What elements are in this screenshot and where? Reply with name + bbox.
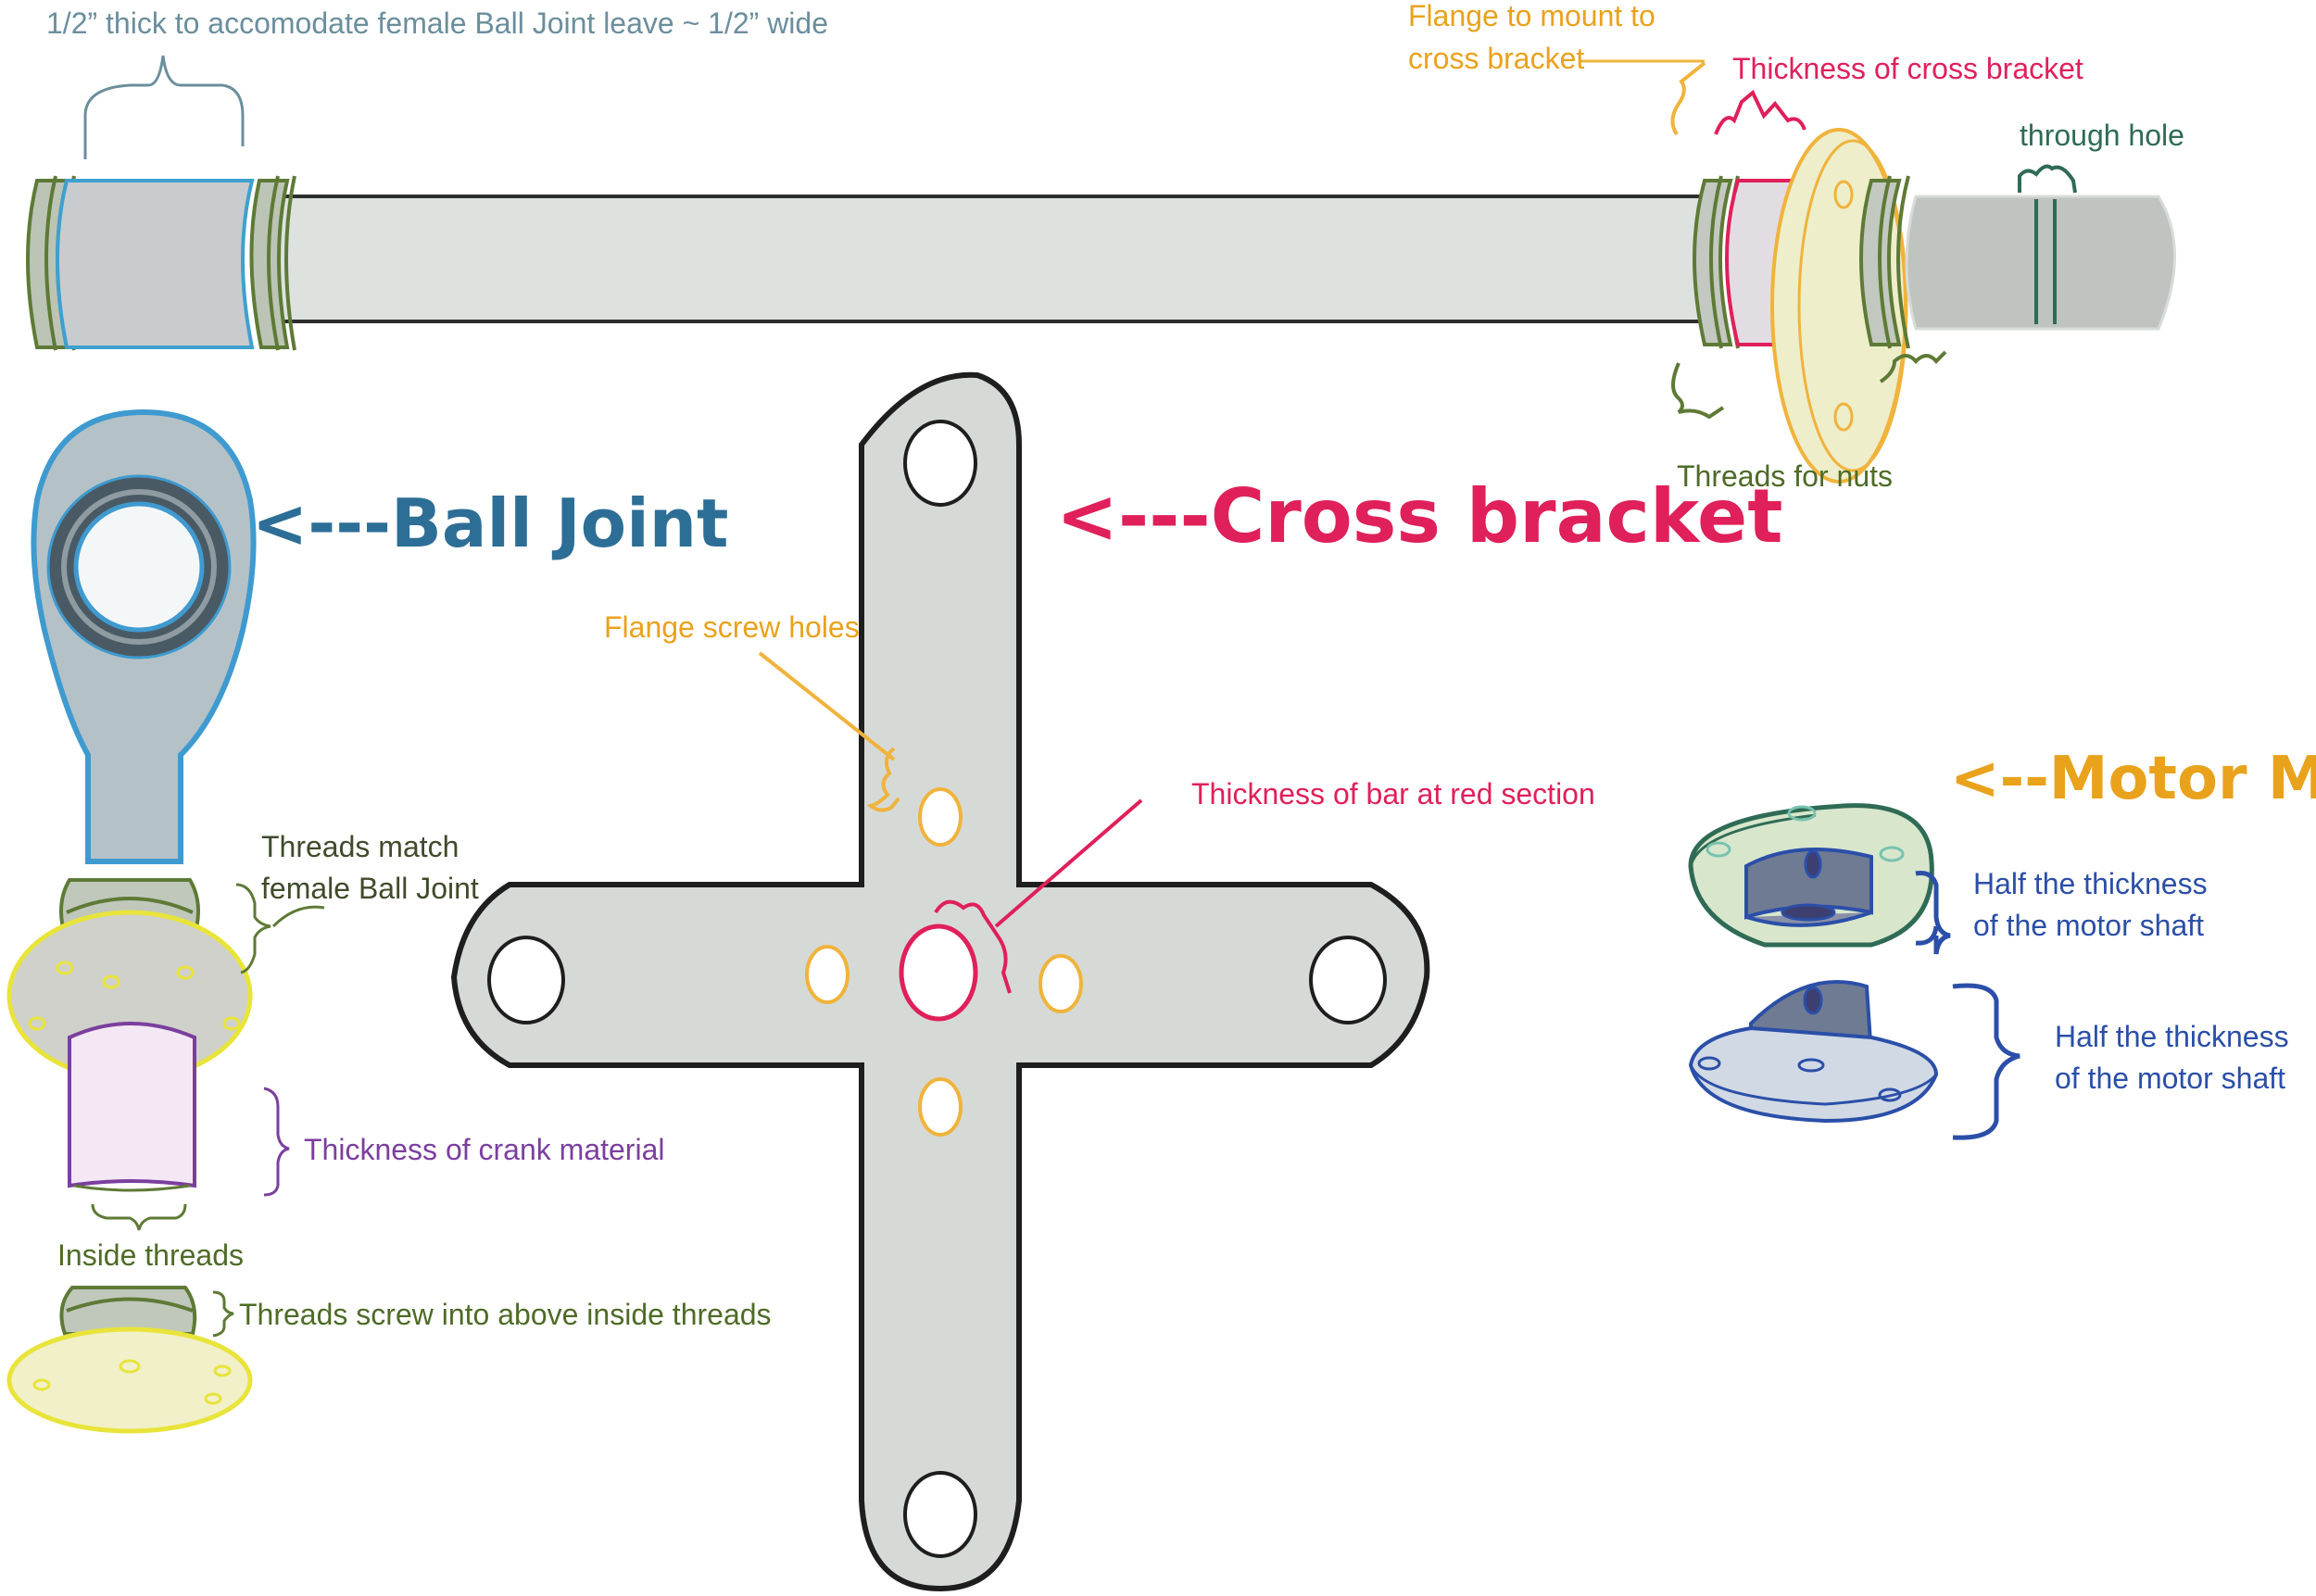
rod-annotations: 1/2” thick to accomodate female Ball Joi…	[46, 0, 2184, 493]
label-threads-match-2: female Ball Joint	[261, 872, 479, 905]
label-threads-screw: Threads screw into above inside threads	[239, 1298, 772, 1331]
label-half-thickness-a-1: Half the thickness	[1973, 867, 2208, 900]
ball-joint	[31, 408, 257, 864]
label-half-thickness-b-2: of the motor shaft	[2055, 1062, 2285, 1095]
shaft-tip	[1905, 195, 2176, 331]
label-crank-material: Thickness of crank material	[304, 1133, 664, 1166]
flange-hole	[1833, 402, 1854, 432]
rod-assembly	[26, 128, 2176, 484]
ball-joint-seat	[56, 179, 255, 349]
label-through-hole: through hole	[2020, 119, 2184, 152]
flange-screw-hole-top	[918, 787, 963, 847]
label-bar-thickness: Thickness of bar at red section	[1191, 777, 1595, 811]
flange-hole	[1833, 180, 1854, 209]
crank-annotations: Threads match female Ball Joint Thicknes…	[57, 830, 772, 1338]
title-cross-bracket: <---Cross bracket	[1056, 473, 1783, 559]
label-cross-bracket-thickness: Thickness of cross bracket	[1732, 52, 2083, 85]
motor-mount-b-disc	[1688, 1025, 1939, 1124]
label-flange-screw-holes: Flange screw holes	[604, 610, 860, 644]
bracket-end-hole-bottom	[903, 1471, 977, 1558]
label-rod-thickness: 1/2” thick to accomodate female Ball Joi…	[46, 6, 828, 40]
bracket-end-hole-left	[487, 936, 565, 1024]
cross-bracket	[450, 371, 1430, 1592]
motor-mount-b	[1688, 980, 1939, 1124]
bottom-cap-flange	[6, 1326, 253, 1434]
main-shaft	[267, 195, 1706, 323]
flange-screw-hole-right	[1038, 954, 1083, 1013]
flange-screw-hole-left	[805, 945, 850, 1004]
motor-mount-a	[1688, 803, 1934, 948]
crank-stack	[6, 878, 253, 1434]
label-half-thickness-b-1: Half the thickness	[2055, 1020, 2289, 1053]
label-half-thickness-a-2: of the motor shaft	[1973, 909, 2204, 942]
label-threads-for-nuts: Threads for nuts	[1677, 459, 1893, 493]
cross-bracket-annotations: Flange screw holes Thickness of bar at r…	[604, 610, 1595, 994]
crank-material	[68, 1022, 196, 1188]
label-flange-mount-2: cross bracket	[1408, 42, 1584, 75]
bracket-end-hole-right	[1309, 936, 1387, 1024]
bracket-center-hole	[899, 924, 978, 1022]
ball-joint-bore	[73, 501, 205, 633]
bracket-end-hole-top	[903, 420, 977, 507]
label-threads-match-1: Threads match	[261, 830, 459, 863]
label-inside-threads: Inside threads	[57, 1238, 244, 1272]
label-flange-mount-1: Flange to mount to	[1408, 0, 1655, 32]
motor-mount-annotations: Half the thickness of the motor shaft Ha…	[1915, 867, 2289, 1140]
title-ball-joint: <---Ball Joint	[252, 484, 728, 562]
right-threads-outer	[1859, 175, 1910, 349]
title-motor-mounts: <--Motor Mounts	[1950, 745, 2316, 813]
flange-screw-hole-bottom	[918, 1077, 963, 1137]
